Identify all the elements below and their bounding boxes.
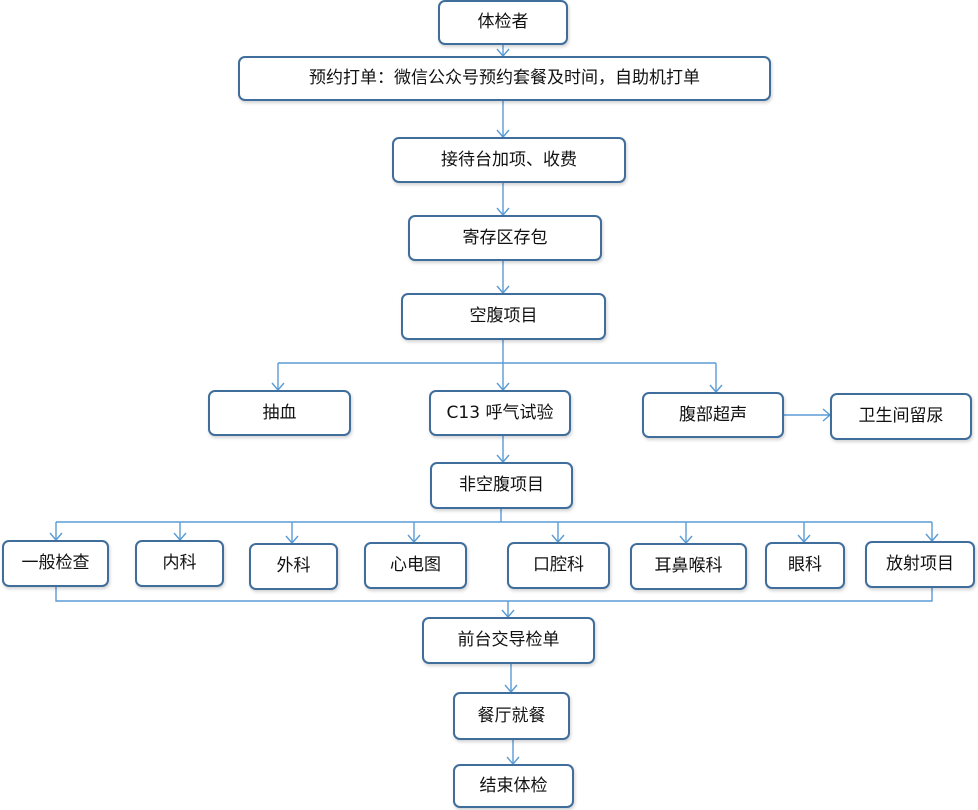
node-radiology: 放射项目 <box>865 541 975 588</box>
node-non-fasting: 非空腹项目 <box>430 462 573 509</box>
node-storage-label: 寄存区存包 <box>462 227 548 248</box>
line-merge <box>55 587 933 602</box>
node-reception-label: 接待台加项、收费 <box>441 149 577 170</box>
node-start-label: 体检者 <box>477 12 529 32</box>
line-fasting-branch <box>278 340 716 364</box>
node-eye: 眼科 <box>765 542 845 589</box>
connector-lines <box>55 45 933 764</box>
node-surgery: 外科 <box>249 543 338 590</box>
node-general-exam: 一般检查 <box>2 540 109 587</box>
node-blood: 抽血 <box>208 390 351 436</box>
node-radiology-label: 放射项目 <box>886 554 954 574</box>
node-fasting-label: 空腹项目 <box>469 306 538 326</box>
node-dining-label: 餐厅就餐 <box>477 705 546 726</box>
node-urine: 卫生间留尿 <box>830 393 972 440</box>
node-blood-label: 抽血 <box>262 402 297 423</box>
node-ent-label: 耳鼻喉科 <box>654 556 723 576</box>
node-ultrasound: 腹部超声 <box>642 392 784 438</box>
node-ent: 耳鼻喉科 <box>630 543 747 590</box>
node-dining: 餐厅就餐 <box>453 692 570 740</box>
node-front-desk: 前台交导检单 <box>422 617 595 664</box>
node-dental: 口腔科 <box>507 542 610 589</box>
node-urine-label: 卫生间留尿 <box>858 406 944 426</box>
node-surgery-label: 外科 <box>276 556 311 576</box>
node-finish: 结束体检 <box>453 764 574 808</box>
node-fasting: 空腹项目 <box>401 293 606 340</box>
node-front-desk-label: 前台交导检单 <box>457 630 560 650</box>
node-non-fasting-label: 非空腹项目 <box>459 475 544 495</box>
node-booking-label: 预约打单：微信公众号预约套餐及时间，自助机打单 <box>309 68 700 88</box>
node-start: 体检者 <box>438 0 568 45</box>
node-ecg: 心电图 <box>364 542 467 589</box>
node-storage: 寄存区存包 <box>408 215 602 261</box>
node-dental-label: 口腔科 <box>533 555 584 575</box>
node-finish-label: 结束体检 <box>479 775 548 796</box>
node-booking: 预约打单：微信公众号预约套餐及时间，自助机打单 <box>238 56 771 101</box>
node-breath-test-label: C13 呼气试验 <box>446 402 554 423</box>
node-general-exam-label: 一般检查 <box>21 553 90 573</box>
line-non-fasting-branch <box>56 509 932 523</box>
node-reception: 接待台加项、收费 <box>392 137 626 183</box>
node-internal: 内科 <box>135 540 224 587</box>
node-ecg-label: 心电图 <box>390 555 441 575</box>
node-eye-label: 眼科 <box>788 555 822 575</box>
node-ultrasound-label: 腹部超声 <box>679 404 747 425</box>
node-breath-test: C13 呼气试验 <box>429 390 571 436</box>
node-internal-label: 内科 <box>162 553 197 573</box>
